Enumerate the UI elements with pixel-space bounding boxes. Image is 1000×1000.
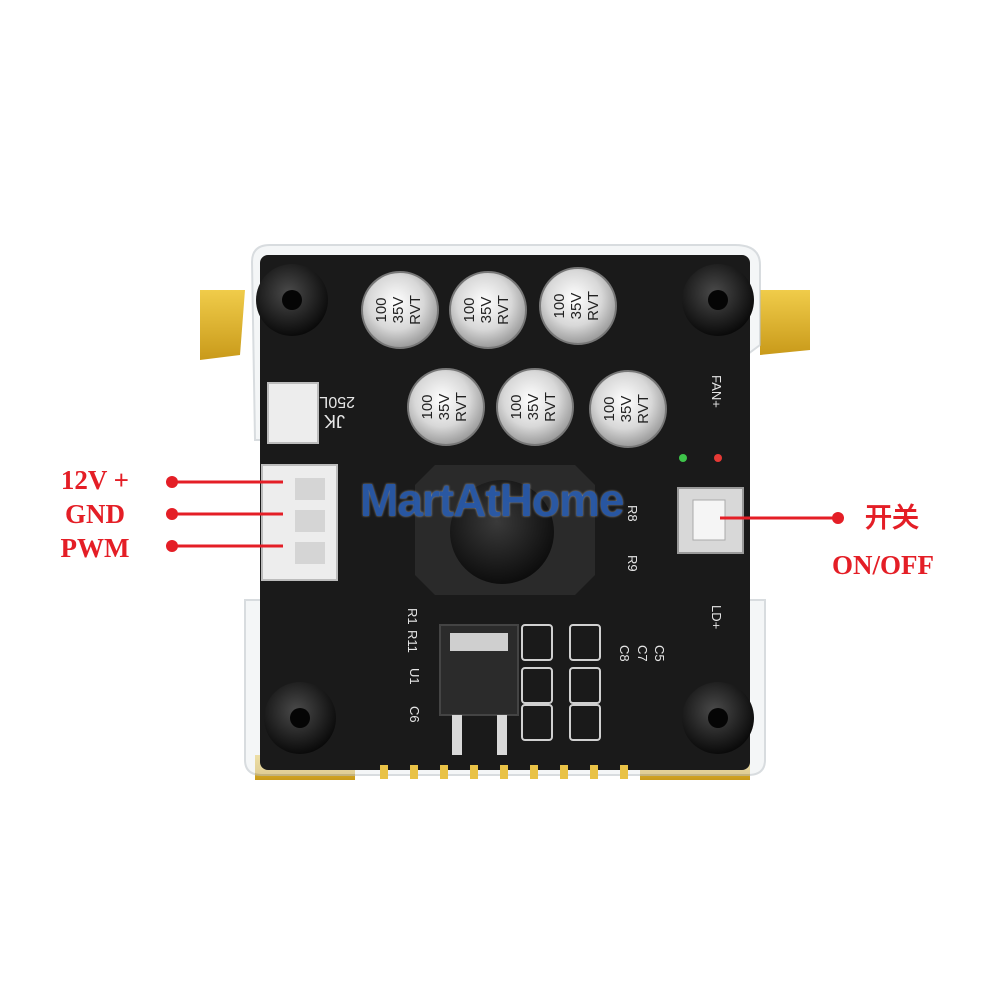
silk-c5: C5 — [652, 645, 667, 662]
cap-1-series: RVT — [407, 295, 424, 325]
cap-5-value: 100 — [508, 394, 525, 419]
diode-outlines — [521, 624, 601, 741]
callout-dots — [166, 476, 844, 552]
cap-1-value: 100 — [373, 297, 390, 322]
silk-c7: C7 — [635, 645, 650, 662]
silk-r8: R8 — [625, 505, 640, 522]
capacitor-row — [361, 267, 667, 448]
bottom-pins — [380, 765, 628, 779]
fan-connector — [267, 382, 319, 444]
silk-jk-code: 250L — [319, 393, 355, 410]
cap-1-voltage: 35V — [390, 297, 407, 324]
cap-4-series: RVT — [453, 392, 470, 422]
silk-u1: U1 — [407, 668, 422, 685]
cap-4-voltage: 35V — [436, 394, 453, 421]
label-gnd: GND — [65, 499, 125, 529]
silk-ld: LD+ — [709, 605, 724, 629]
silk-r1: R1 — [405, 608, 420, 625]
callout-lines — [172, 480, 838, 548]
label-switch-en: ON/OFF — [832, 550, 934, 580]
corner-screws — [256, 264, 754, 754]
cap-2-series: RVT — [495, 295, 512, 325]
cap-6-voltage: 35V — [618, 396, 635, 423]
cap-3-value: 100 — [551, 293, 568, 318]
label-12v: 12V + — [60, 465, 130, 495]
cap-3-voltage: 35V — [568, 293, 585, 320]
regulator-chip — [439, 624, 519, 755]
cap-2-voltage: 35V — [478, 297, 495, 324]
cap-2-value: 100 — [461, 297, 478, 322]
silk-r9: R9 — [625, 555, 640, 572]
silk-fan: FAN+ — [709, 375, 724, 408]
silk-r11: R11 — [405, 630, 420, 653]
green-led — [679, 454, 687, 462]
cap-6-series: RVT — [635, 394, 652, 424]
cap-3-series: RVT — [585, 291, 602, 321]
silk-jk: JK — [324, 411, 345, 431]
label-pwm: PWM — [60, 533, 130, 563]
power-switch — [677, 487, 744, 554]
jst-connector — [261, 464, 338, 581]
silk-c6: C6 — [407, 706, 422, 723]
red-led — [714, 454, 722, 462]
inductor — [415, 465, 595, 595]
label-switch-cn: 开关 — [865, 503, 919, 533]
cap-6-value: 100 — [601, 396, 618, 421]
cap-4-value: 100 — [419, 394, 436, 419]
silk-c8: C8 — [617, 645, 632, 662]
cap-5-series: RVT — [542, 392, 559, 422]
cap-5-voltage: 35V — [525, 394, 542, 421]
watermark: MartAtHome — [360, 474, 624, 526]
